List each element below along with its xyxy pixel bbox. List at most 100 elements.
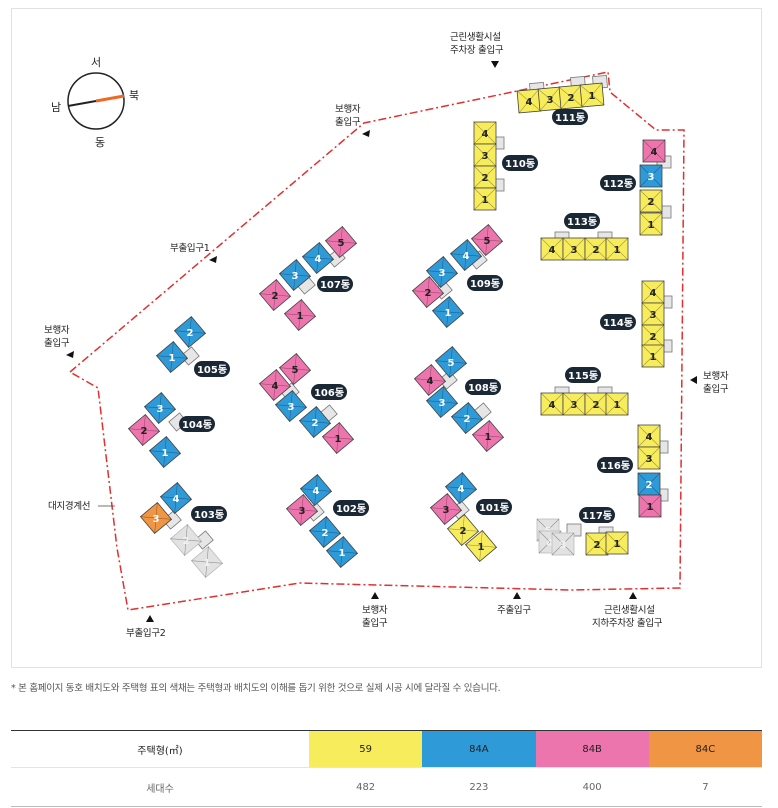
- unit-segment-59: 2: [584, 237, 608, 261]
- unit-segment-number: 3: [299, 506, 306, 517]
- dong-badge: 106동: [311, 384, 347, 400]
- site-plan-frame: [11, 8, 762, 668]
- unit-segment-84a: 4: [301, 241, 335, 275]
- unit-type-header: 주택형(㎡): [11, 730, 309, 768]
- site-plan-map: 서 북 남 동 근린생활시설 주차장 출입구 보행자 출입구 부출입구1 보행자…: [44, 31, 729, 639]
- unit-segment-number: 3: [443, 505, 450, 516]
- gate-sub-entrance-1: 부출입구1: [170, 242, 217, 263]
- household-count-header: 세대수: [11, 767, 309, 807]
- unit-segment-number: 4: [526, 97, 533, 108]
- svg-text:보행자: 보행자: [703, 370, 729, 382]
- compass: 서 북 남 동: [51, 56, 139, 149]
- unit-segment-number: 4: [646, 432, 653, 443]
- unit-segment-59: 2: [584, 392, 608, 416]
- unit-segment-unbuilt: 1: [190, 545, 224, 579]
- unit-segment-84b: 3: [285, 493, 319, 527]
- dong-label: 108동: [468, 382, 498, 394]
- unit-segment-84a: 4: [444, 471, 478, 505]
- unit-segment-number: 1: [445, 308, 452, 319]
- unit-segment-number: 3: [157, 404, 164, 415]
- unit-segment-84b: 1: [283, 298, 317, 332]
- unit-segment-84a: 1: [148, 435, 182, 469]
- unit-segment-number: 1: [485, 432, 492, 443]
- svg-text:출입구: 출입구: [335, 116, 361, 128]
- unit-segment-number: 2: [187, 328, 194, 339]
- unit-segment-number: 3: [439, 268, 446, 279]
- gate-right-pedestrian: 보행자 출입구: [690, 370, 729, 395]
- unit-segment-84a: 5: [434, 345, 468, 379]
- unit-segment-number: 4: [650, 288, 657, 299]
- unit-segment-number: 2: [594, 540, 601, 551]
- gate-top-pedestrian: 보행자 출입구: [335, 103, 370, 137]
- unit-segment-number: 4: [482, 129, 489, 140]
- unit-segment-number: 2: [593, 400, 600, 411]
- unit-segment-59: 3: [641, 302, 665, 326]
- unit-segment-number: 2: [183, 536, 190, 547]
- unit-segment-number: 4: [272, 381, 279, 392]
- unit-segment-84b: 1: [321, 421, 355, 455]
- unit-segment-84b: 2: [258, 278, 292, 312]
- household-count-59: 482: [309, 767, 423, 807]
- building-114: 4 321 114동: [600, 280, 673, 368]
- compass-south-label: 남: [51, 101, 61, 114]
- unit-segment-84c: 3: [139, 501, 173, 535]
- unit-segment-59: 1: [605, 237, 629, 261]
- unit-segment-number: 4: [173, 494, 180, 505]
- unit-segment-59: 1: [605, 392, 629, 416]
- unit-segment-84b: 1: [638, 494, 662, 518]
- unit-segment-59: 1: [641, 344, 665, 368]
- dong-label: 110동: [505, 158, 535, 170]
- svg-text:근린생활시설: 근린생활시설: [604, 604, 655, 616]
- svg-text:보행자: 보행자: [44, 324, 70, 336]
- unit-segment-84a: 1: [325, 535, 359, 569]
- unit-type-cell-84a: 84A: [422, 730, 536, 768]
- dong-badge: 102동: [333, 500, 369, 516]
- unit-segment-number: 4: [651, 147, 658, 158]
- gate-bottom-pedestrian: 보행자 출입구: [362, 592, 388, 629]
- gate-top-commercial: 근린생활시설 주차장 출입구: [450, 31, 504, 68]
- unit-segment-number: 2: [568, 93, 575, 104]
- unit-segment-number: 5: [448, 358, 455, 369]
- unit-segment-number: 3: [292, 271, 299, 282]
- household-count-row: 세대수 482 223 400 7: [11, 767, 762, 807]
- unit-segment-59: 2: [473, 165, 497, 189]
- dong-badge: 110동: [502, 155, 538, 171]
- unit-segment-84b: 2: [411, 275, 445, 309]
- unit-segment-59: 4: [540, 392, 564, 416]
- dong-badge: 107동: [317, 276, 353, 292]
- unit-segment-number: 5: [484, 236, 491, 247]
- unit-segment-59: 3: [537, 86, 563, 112]
- dong-badge: 117동: [579, 507, 615, 523]
- unit-segment-number: 2: [646, 480, 653, 491]
- gate-bottom-commercial: 근린생활시설 지하주차장 출입구: [592, 592, 663, 629]
- unit-segment-number: 1: [614, 245, 621, 256]
- dong-badge: 111동: [552, 109, 588, 125]
- unit-segment-84a: 1: [155, 340, 189, 374]
- dong-label: 117동: [582, 510, 612, 522]
- svg-text:출입구: 출입구: [362, 617, 388, 629]
- unit-segment-84a: 3: [425, 255, 459, 289]
- unit-segment-84b: 4: [258, 368, 292, 402]
- building-117: 54321117동: [536, 507, 629, 556]
- dong-badge: 114동: [600, 314, 636, 330]
- unit-segment-84a: 4: [159, 481, 193, 515]
- unit-segment-84b: 5: [324, 225, 358, 259]
- unit-segment-number: 3: [646, 454, 653, 465]
- unit-segment-84a: 2: [450, 401, 484, 435]
- unit-segment-84a: 2: [298, 405, 332, 439]
- unit-segment-59: 4: [473, 121, 497, 145]
- dong-badge: 112동: [600, 175, 636, 191]
- unit-segment-59: 1: [605, 531, 629, 555]
- unit-segment-84a: 2: [173, 315, 207, 349]
- unit-segment-59: 2: [446, 513, 480, 547]
- unit-segment-59: 2: [641, 324, 665, 348]
- unit-segment-84a: 3: [274, 389, 308, 423]
- gate-left-pedestrian: 보행자 출입구: [44, 324, 74, 358]
- svg-text:출입구: 출입구: [703, 383, 729, 395]
- unit-segment-number: 4: [549, 245, 556, 256]
- unit-segment-number: 4: [549, 400, 556, 411]
